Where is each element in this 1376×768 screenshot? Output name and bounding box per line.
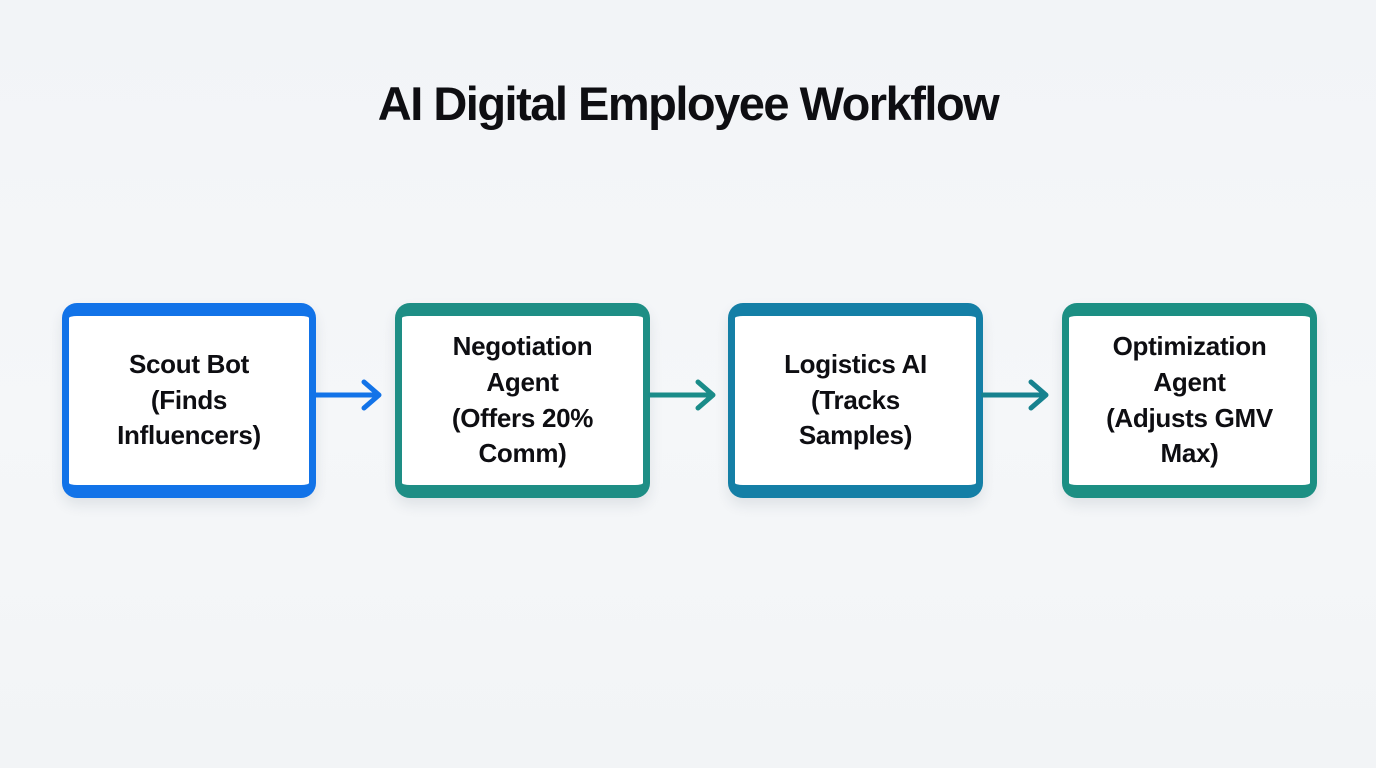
- arrow-right-icon: [314, 379, 382, 411]
- node-negotiation-agent-label: Negotiation Agent (Offers 20% Comm): [451, 330, 594, 469]
- node-optimization-agent-label: Optimization Agent (Adjusts GMV Max): [1106, 330, 1273, 469]
- arrow-right-icon: [981, 379, 1049, 411]
- node-optimization-agent: Optimization Agent (Adjusts GMV Max): [1062, 303, 1317, 498]
- node-scout-bot: Scout Bot (Finds Influencers): [62, 303, 316, 498]
- node-scout-bot-label: Scout Bot (Finds Influencers): [117, 348, 261, 451]
- node-logistics-ai-label: Logistics AI (Tracks Samples): [784, 348, 927, 451]
- page-title: AI Digital Employee Workflow: [377, 77, 1000, 130]
- node-negotiation-agent: Negotiation Agent (Offers 20% Comm): [395, 303, 650, 498]
- arrow-right-icon: [648, 379, 716, 411]
- node-logistics-ai: Logistics AI (Tracks Samples): [728, 303, 983, 498]
